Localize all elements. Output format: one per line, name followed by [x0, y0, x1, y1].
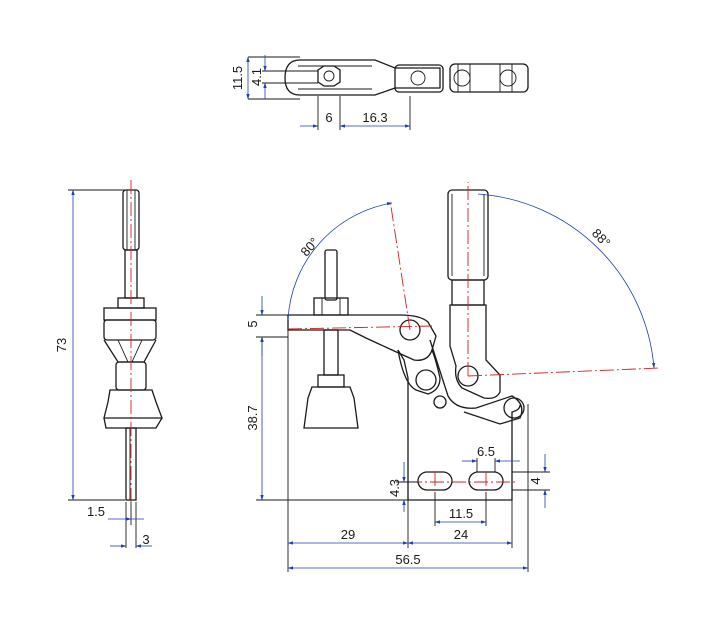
top-dim-height-inner: 4.1: [249, 68, 264, 86]
front-angle-arcs: [287, 193, 656, 369]
front-dim-total-width: 56.5: [395, 552, 420, 567]
side-dim-lines: [68, 189, 152, 548]
top-dim-width-a: 6: [325, 110, 332, 125]
front-dim-slot-length: 6.5: [477, 444, 495, 459]
side-dim-rod-offset: 1.5: [87, 504, 105, 519]
front-angle-handle-open: 88°: [589, 226, 613, 251]
top-view-part: [284, 59, 529, 96]
top-dim-height-overall: 11.5: [230, 66, 245, 90]
side-view-part: [103, 180, 163, 505]
side-dim-rod-width: 3: [142, 532, 149, 547]
side-view: 73 1.5 3: [54, 180, 163, 548]
front-dim-slot-spacing: 11.5: [449, 506, 473, 521]
top-dim-lines: [246, 55, 411, 130]
front-dim-pivot-height: 38.7: [245, 405, 260, 430]
front-dim-lines: [256, 296, 550, 572]
front-dim-reach: 29: [341, 527, 355, 542]
front-angle-arm-open: 80°: [298, 235, 322, 260]
front-view: 80° 88°: [245, 182, 661, 572]
front-dim-arm-height: 5: [245, 320, 260, 327]
front-dim-slot-span: 24: [454, 527, 468, 542]
top-dim-width-b: 16.3: [362, 110, 387, 125]
front-dim-slot-height: 4.3: [387, 479, 402, 497]
front-center-lines: [287, 182, 661, 492]
top-view: 11.5 4.1 6 16.3: [230, 55, 529, 130]
front-dim-base-height: 4: [528, 477, 543, 484]
side-dim-total-height: 73: [54, 338, 69, 352]
